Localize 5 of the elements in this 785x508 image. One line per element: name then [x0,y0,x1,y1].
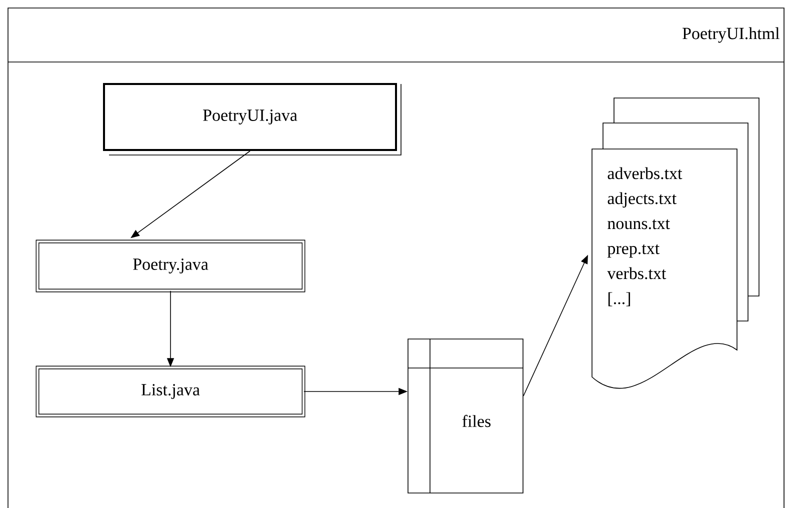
class-box: List.java [36,366,306,418]
class-box: PoetryUI.java [103,83,402,156]
class-box: Poetry.java [36,240,306,292]
document-stack: adverbs.txt adjects.txt nouns.txt prep.txt verbs.txt [...] [592,98,760,389]
storage-box: files [408,338,524,494]
